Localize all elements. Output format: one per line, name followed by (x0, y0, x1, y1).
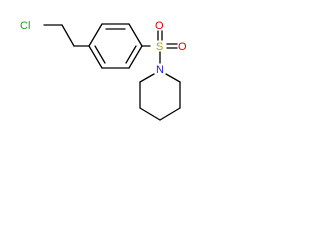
atom-label-s: S (156, 41, 163, 53)
atom-label-n: N (156, 64, 164, 76)
ring-double-bond-3 (94, 45, 106, 64)
ring-double-bond-2 (125, 45, 137, 64)
pip-bond-1 (165, 73, 181, 83)
atom-label-o-right: O (178, 41, 187, 53)
pip-bond-3 (159, 107, 181, 121)
pip-bond-6 (139, 73, 155, 83)
molecule-structure: Cl S O O N (20, 20, 187, 121)
bond-c1-c2 (61, 24, 75, 47)
ring-bond-4 (128, 45, 143, 69)
atom-label-o-top: O (155, 20, 164, 32)
atom-label-cl: Cl (20, 20, 30, 32)
ring-bond-1 (88, 23, 103, 47)
pip-bond-4 (139, 107, 161, 121)
ring-bond-3 (128, 23, 143, 47)
ring-bond-6 (88, 45, 103, 69)
